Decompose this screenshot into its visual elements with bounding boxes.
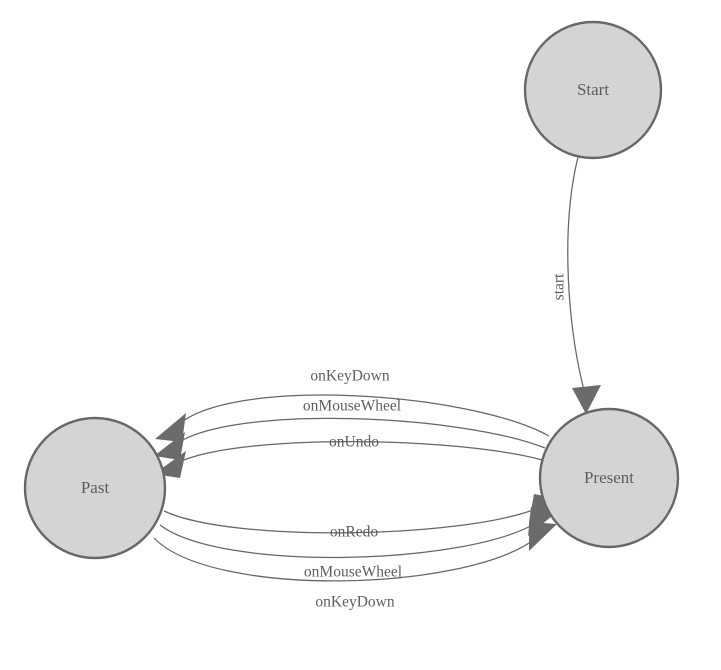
edge-label-present-past-1: onKeyDown [310,368,389,385]
edge-path-start-present [567,156,586,395]
node-past-circle [23,416,167,560]
edge-path-past-present-1 [163,507,539,534]
node-past-label: Past [81,478,110,497]
edge-present-to-past-onkeydown[interactable]: onKeyDown [155,368,550,442]
edge-path-past-present-3 [153,537,536,582]
edge-path-present-past-1 [176,394,550,437]
edge-present-to-past-onmousewheel[interactable]: onMouseWheel [154,398,546,460]
edge-label-start: start [551,273,568,300]
edge-path-past-present-2 [159,522,537,559]
node-present[interactable]: Present [538,407,680,549]
node-past[interactable]: Past [23,416,167,560]
node-start-label: Start [577,80,609,99]
edge-present-to-past-onundo[interactable]: onUndo [154,434,543,478]
node-present-circle [538,407,680,549]
edge-path-present-past-3 [176,441,543,464]
node-present-label: Present [584,468,634,487]
arrow-head-past-present-3 [529,522,557,551]
edge-label-past-present-2: onMouseWheel [304,564,402,581]
edge-label-present-past-3: onUndo [329,434,379,451]
node-start-circle [523,20,663,160]
node-start[interactable]: Start [523,20,663,160]
arrow-head-present-past-2 [154,432,185,460]
edge-label-past-present-3: onKeyDown [315,594,394,611]
edge-past-to-present-onredo[interactable]: onRedo [163,494,560,541]
edge-start-to-present[interactable]: start [551,156,601,414]
edge-label-past-present-1: onRedo [330,524,378,541]
edge-label-present-past-2: onMouseWheel [303,398,401,415]
arrow-head-present-past-1 [155,413,186,442]
arrow-head-start-present [572,385,601,414]
edge-past-to-present-onkeydown[interactable]: onKeyDown [153,522,557,611]
edge-path-present-past-2 [175,417,546,449]
